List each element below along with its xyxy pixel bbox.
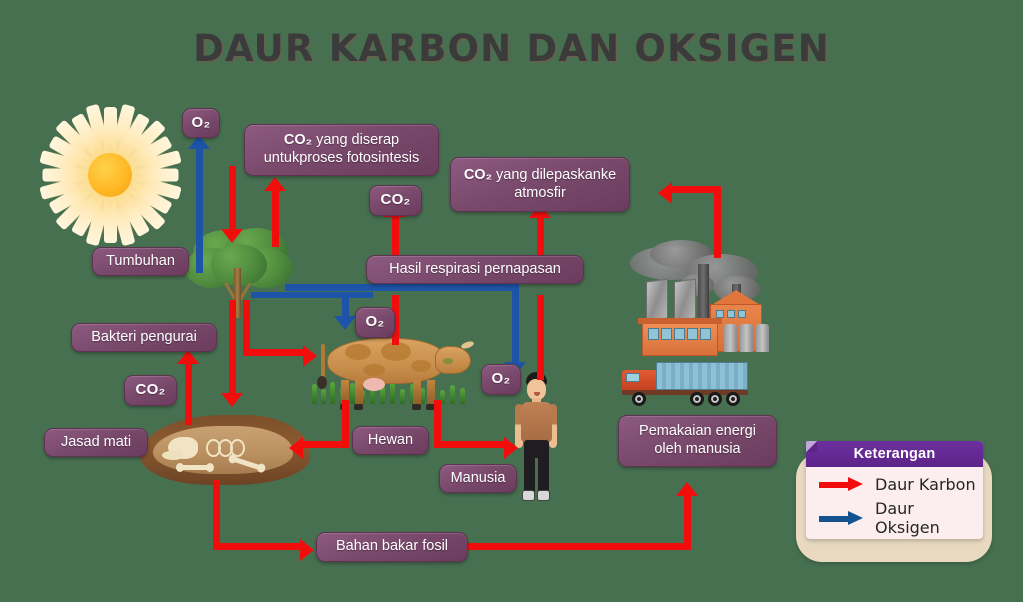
arrow-carbon-dead-to-bacteria-shaft xyxy=(185,363,192,425)
label-o2-animal: O₂ xyxy=(355,307,395,338)
label-co2-released: CO₂ yang dilepaskanke atmosfir xyxy=(450,157,630,212)
arrow-carbon-animal-down-shaft xyxy=(342,400,349,448)
label-o2-human: O₂ xyxy=(481,364,521,395)
label-energy-use: Pemakaian energi oleh manusia xyxy=(618,415,777,467)
label-co2-decomposer: CO₂ xyxy=(124,375,177,406)
arrow-carbon-into-plant-head xyxy=(221,229,243,243)
arrow-carbon-animal-to-human-vertical xyxy=(434,400,441,448)
label-human: Manusia xyxy=(439,464,517,493)
arrow-carbon-plant-to-animal-vertical xyxy=(243,300,250,355)
label-dead-matter: Jasad mati xyxy=(44,428,148,457)
arrow-carbon-dead-to-fossil-vertical xyxy=(213,480,220,546)
arrow-oxygen-plant-shaft xyxy=(196,148,203,273)
arrow-oxygen-plant-head xyxy=(188,135,210,149)
label-co2-released-text: CO₂ yang dilepaskanke atmosfir xyxy=(463,166,617,201)
arrow-carbon-human-to-atmosphere-shaft xyxy=(537,295,544,380)
page-title: DAUR KARBON DAN OKSIGEN xyxy=(193,27,830,70)
arrow-carbon-to-photosynthesis-head xyxy=(264,177,286,191)
arrow-carbon-plant-to-animal-horizontal xyxy=(243,349,305,356)
arrow-carbon-dead-to-fossil-horizontal xyxy=(213,543,303,550)
arrow-carbon-animal-to-dead-head xyxy=(289,436,303,459)
arrow-carbon-into-plant-shaft xyxy=(229,166,236,231)
red-arrow-icon xyxy=(819,477,865,491)
legend-title: Keterangan xyxy=(806,441,983,467)
blue-arrow-icon xyxy=(819,511,865,525)
arrow-carbon-fossil-to-energy-horizontal xyxy=(467,543,691,550)
factory-icon xyxy=(628,240,778,400)
legend-item-oxygen-label: Daur Oksigen xyxy=(875,499,940,537)
tree-icon xyxy=(185,228,297,318)
label-fossil-fuel: Bahan bakar fosil xyxy=(316,532,468,562)
cow-icon xyxy=(315,330,475,410)
arrow-oxygen-plant-to-animal-vertical xyxy=(342,292,349,318)
sun-core xyxy=(88,153,132,197)
arrow-carbon-respiration-to-co2-shaft xyxy=(392,216,399,256)
legend-item-carbon-label: Daur Karbon xyxy=(875,474,976,494)
arrow-carbon-plant-to-dead-head xyxy=(221,393,243,407)
label-respiration: Hasil respirasi pernapasan xyxy=(366,255,584,284)
arrow-carbon-fossil-to-energy-vertical xyxy=(684,495,691,550)
sun-icon xyxy=(30,95,190,255)
legend-fold-corner xyxy=(806,441,817,452)
label-co2-photosynthesis-text: CO₂ yang diserap untukproses fotosintesi… xyxy=(263,132,420,166)
arrow-carbon-factory-vertical xyxy=(714,186,721,258)
bones-pile-icon xyxy=(140,415,310,485)
label-o2-plant: O₂ xyxy=(182,108,220,138)
arrow-carbon-factory-horizontal xyxy=(672,186,718,193)
arrow-carbon-plant-to-animal-head xyxy=(303,344,317,367)
person-icon xyxy=(513,372,559,504)
arrow-oxygen-plant-to-animal-horizontal xyxy=(251,292,373,298)
label-plant: Tumbuhan xyxy=(92,247,189,276)
legend-card: Keterangan Daur Karbon Daur Oksigen xyxy=(806,441,983,539)
arrow-carbon-plant-to-dead-shaft xyxy=(229,300,236,395)
arrow-oxygen-plant-to-animal-head xyxy=(334,316,356,330)
arrow-carbon-animal-to-human-horizontal xyxy=(434,441,506,448)
label-co2-photosynthesis: CO₂ yang diserap untukproses fotosintesi… xyxy=(244,124,439,176)
arrow-carbon-to-photosynthesis-shaft xyxy=(272,190,279,247)
legend-item-carbon: Daur Karbon xyxy=(806,467,983,501)
label-decomposer-bacteria: Bakteri pengurai xyxy=(71,323,217,352)
label-energy-use-text: Pemakaian energi oleh manusia xyxy=(639,423,756,457)
arrow-carbon-dead-to-fossil-head xyxy=(300,538,314,561)
arrow-carbon-factory-head xyxy=(658,181,672,204)
arrow-oxygen-plant-to-human-vertical xyxy=(512,284,519,364)
arrow-carbon-animal-to-co2-shaft xyxy=(392,295,399,345)
arrow-carbon-animal-to-human-head xyxy=(504,436,518,459)
arrow-carbon-dead-to-bacteria-head xyxy=(177,350,199,364)
arrow-carbon-respiration-to-atmosphere-shaft xyxy=(537,217,544,259)
arrow-carbon-fossil-to-energy-head xyxy=(676,482,698,496)
truck-icon xyxy=(618,360,754,406)
label-animal: Hewan xyxy=(352,426,429,455)
legend-item-oxygen: Daur Oksigen xyxy=(806,499,983,537)
label-co2-small: CO₂ xyxy=(369,185,422,216)
arrow-oxygen-plant-to-human-horizontal xyxy=(285,284,519,291)
arrow-carbon-animal-to-dead-shaft xyxy=(303,441,349,448)
